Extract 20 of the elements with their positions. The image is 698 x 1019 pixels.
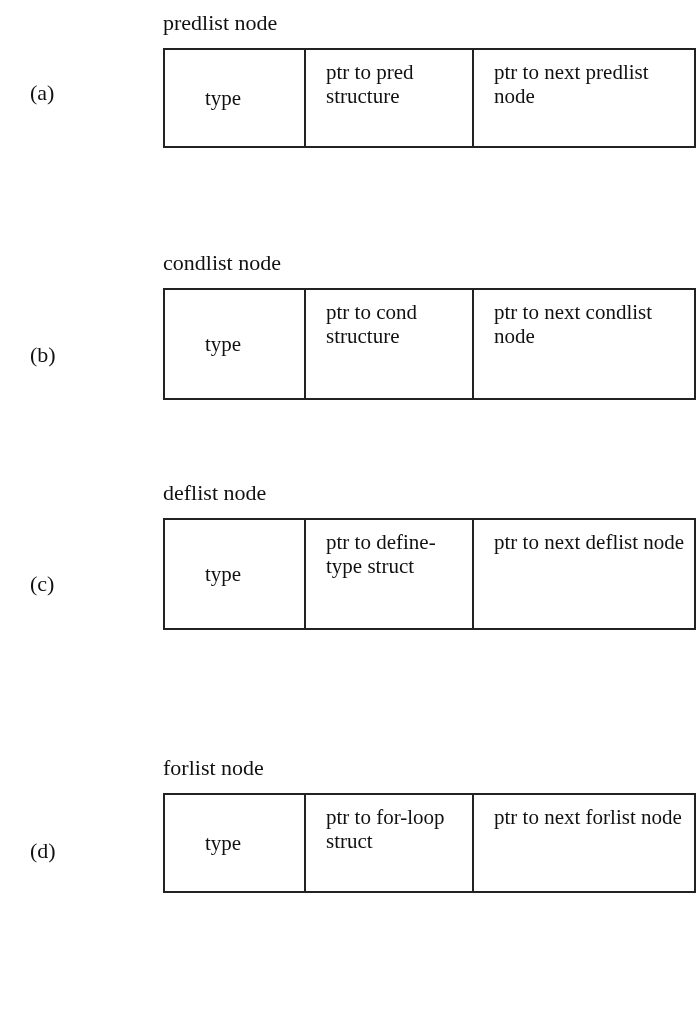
field-text: type: [205, 332, 242, 356]
panel-label: (c): [30, 571, 55, 597]
field-text: ptr to next predlist node: [494, 60, 650, 108]
field-text: ptr to for-loop struct: [326, 805, 446, 853]
field-text: ptr to next forlist node: [494, 805, 683, 829]
field-text: type: [205, 831, 242, 855]
record-heading: forlist node: [163, 755, 264, 781]
panel-label: (d): [30, 838, 56, 864]
field-text: type: [205, 86, 242, 110]
panel-label: (b): [30, 342, 56, 368]
record-heading: condlist node: [163, 250, 281, 276]
record-heading: deflist node: [163, 480, 267, 506]
field-text: ptr to pred structure: [326, 60, 415, 108]
panel-label: (a): [30, 80, 55, 106]
record-heading: predlist node: [163, 10, 278, 36]
field-text: ptr to next condlist node: [494, 300, 654, 348]
field-text: type: [205, 562, 242, 586]
field-text: ptr to define-type struct: [326, 530, 437, 578]
field-text: ptr to next deflist node: [494, 530, 686, 554]
field-text: ptr to cond structure: [326, 300, 418, 348]
